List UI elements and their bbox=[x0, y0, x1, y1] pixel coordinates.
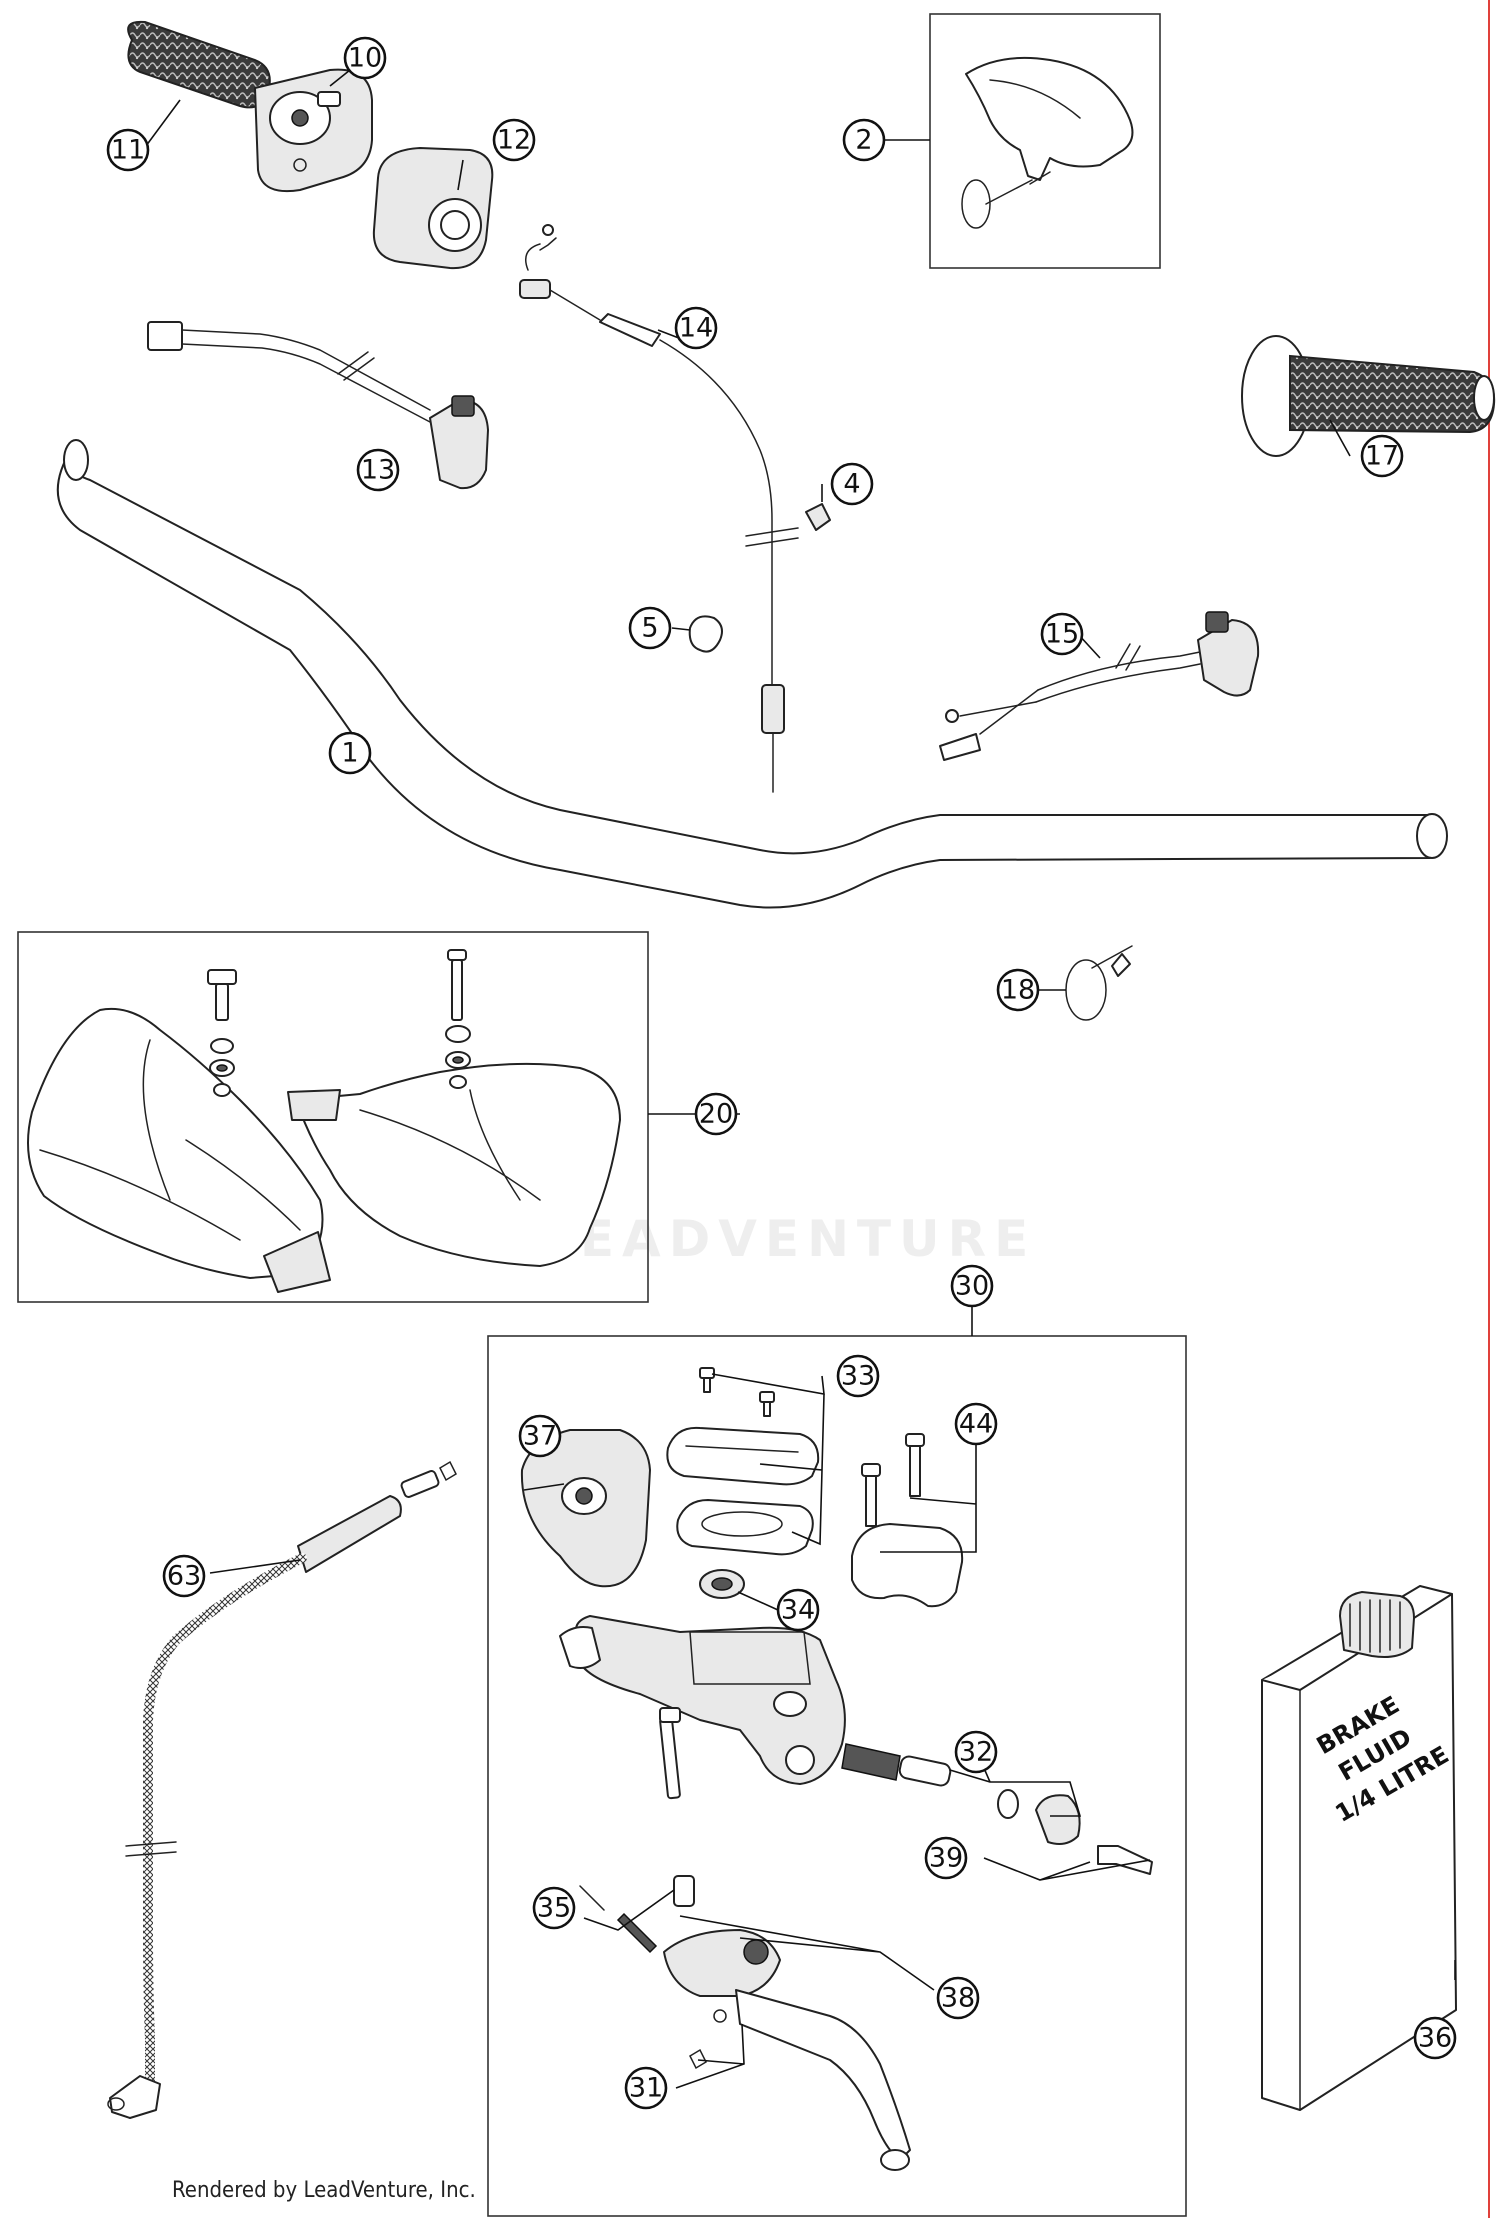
svg-text:31: 31 bbox=[629, 2073, 663, 2104]
right-edge-line bbox=[1488, 0, 1490, 2218]
cable-tie bbox=[1065, 945, 1133, 1021]
svg-text:36: 36 bbox=[1418, 2023, 1452, 2054]
svg-text:32: 32 bbox=[959, 1737, 993, 1768]
callout-20: 20 bbox=[694, 1092, 738, 1136]
rendered-by-footer: Rendered by LeadVenture, Inc. bbox=[172, 2178, 476, 2203]
callout-2: 2 bbox=[842, 118, 886, 162]
callout-13: 13 bbox=[356, 448, 400, 492]
svg-text:34: 34 bbox=[781, 1595, 815, 1626]
group-box-20 bbox=[17, 931, 649, 1303]
callout-63: 63 bbox=[162, 1554, 206, 1598]
group-box-2 bbox=[929, 13, 1161, 269]
callout-11: 11 bbox=[106, 128, 150, 172]
brake-fluid-jug: BRAKE FLUID 1/4 LITRE bbox=[1261, 1585, 1457, 2111]
callout-14: 14 bbox=[674, 306, 718, 350]
piston-assembly bbox=[841, 1743, 1153, 1875]
svg-text:11: 11 bbox=[111, 135, 145, 166]
svg-text:12: 12 bbox=[497, 125, 531, 156]
group-box-30 bbox=[487, 1335, 1187, 2217]
callout-30: 30 bbox=[950, 1264, 994, 1308]
lever-pin-spring bbox=[579, 1707, 695, 1954]
throttle-cover bbox=[372, 147, 494, 270]
svg-text:38: 38 bbox=[941, 1983, 975, 2014]
handlebar-clamp bbox=[851, 1433, 964, 1608]
cover-part-2 bbox=[961, 56, 1134, 229]
brake-lever bbox=[663, 1929, 911, 2171]
switch-13 bbox=[147, 321, 489, 490]
svg-text:35: 35 bbox=[537, 1893, 571, 1924]
cable-cap bbox=[805, 503, 831, 531]
guard-hardware-left bbox=[207, 969, 237, 1097]
svg-text:20: 20 bbox=[699, 1099, 733, 1130]
svg-text:39: 39 bbox=[929, 1843, 963, 1874]
svg-text:37: 37 bbox=[523, 1421, 557, 1452]
svg-text:5: 5 bbox=[641, 613, 658, 644]
callout-44: 44 bbox=[954, 1402, 998, 1446]
callout-34: 34 bbox=[776, 1588, 820, 1632]
callout-4: 4 bbox=[830, 462, 874, 506]
watermark-text: LEADVENTURE bbox=[540, 1210, 1037, 1268]
svg-text:1: 1 bbox=[341, 738, 358, 769]
reservoir-cap bbox=[666, 1367, 820, 1556]
throttle-cable bbox=[519, 224, 799, 793]
svg-text:4: 4 bbox=[843, 469, 860, 500]
callout-15: 15 bbox=[1040, 612, 1084, 656]
callout-37: 37 bbox=[518, 1414, 562, 1458]
svg-text:13: 13 bbox=[361, 455, 395, 486]
callout-35: 35 bbox=[532, 1886, 576, 1930]
callout-39: 39 bbox=[924, 1836, 968, 1880]
master-cylinder-cover bbox=[520, 1429, 651, 1588]
svg-text:14: 14 bbox=[679, 313, 713, 344]
cable-clip bbox=[688, 615, 723, 653]
throttle-grip bbox=[127, 20, 373, 192]
callout-10: 10 bbox=[343, 36, 387, 80]
switch-15 bbox=[939, 611, 1260, 761]
svg-text:18: 18 bbox=[1001, 975, 1035, 1006]
master-cylinder-body bbox=[559, 1615, 846, 1785]
callout-12: 12 bbox=[492, 118, 536, 162]
svg-text:33: 33 bbox=[841, 1361, 875, 1392]
callout-18: 18 bbox=[996, 968, 1040, 1012]
hand-guard-left bbox=[27, 1007, 331, 1293]
svg-text:63: 63 bbox=[167, 1561, 201, 1592]
guard-hardware-right bbox=[445, 949, 471, 1089]
brake-hose bbox=[107, 1460, 457, 2119]
callout-36: 36 bbox=[1413, 2016, 1457, 2060]
callout-5: 5 bbox=[628, 606, 672, 650]
svg-text:44: 44 bbox=[959, 1409, 993, 1440]
callout-1: 1 bbox=[328, 731, 372, 775]
svg-text:17: 17 bbox=[1365, 441, 1399, 472]
svg-text:2: 2 bbox=[855, 125, 872, 156]
callout-32: 32 bbox=[954, 1730, 998, 1774]
hand-guard-right bbox=[287, 1062, 621, 1267]
svg-text:15: 15 bbox=[1045, 619, 1079, 650]
callout-38: 38 bbox=[936, 1976, 980, 2020]
callout-31: 31 bbox=[624, 2066, 668, 2110]
diaphragm bbox=[699, 1569, 745, 1599]
right-grip bbox=[1241, 335, 1496, 457]
svg-text:30: 30 bbox=[955, 1271, 989, 1302]
svg-text:10: 10 bbox=[348, 43, 382, 74]
callout-17: 17 bbox=[1360, 434, 1404, 478]
callout-33: 33 bbox=[836, 1354, 880, 1398]
